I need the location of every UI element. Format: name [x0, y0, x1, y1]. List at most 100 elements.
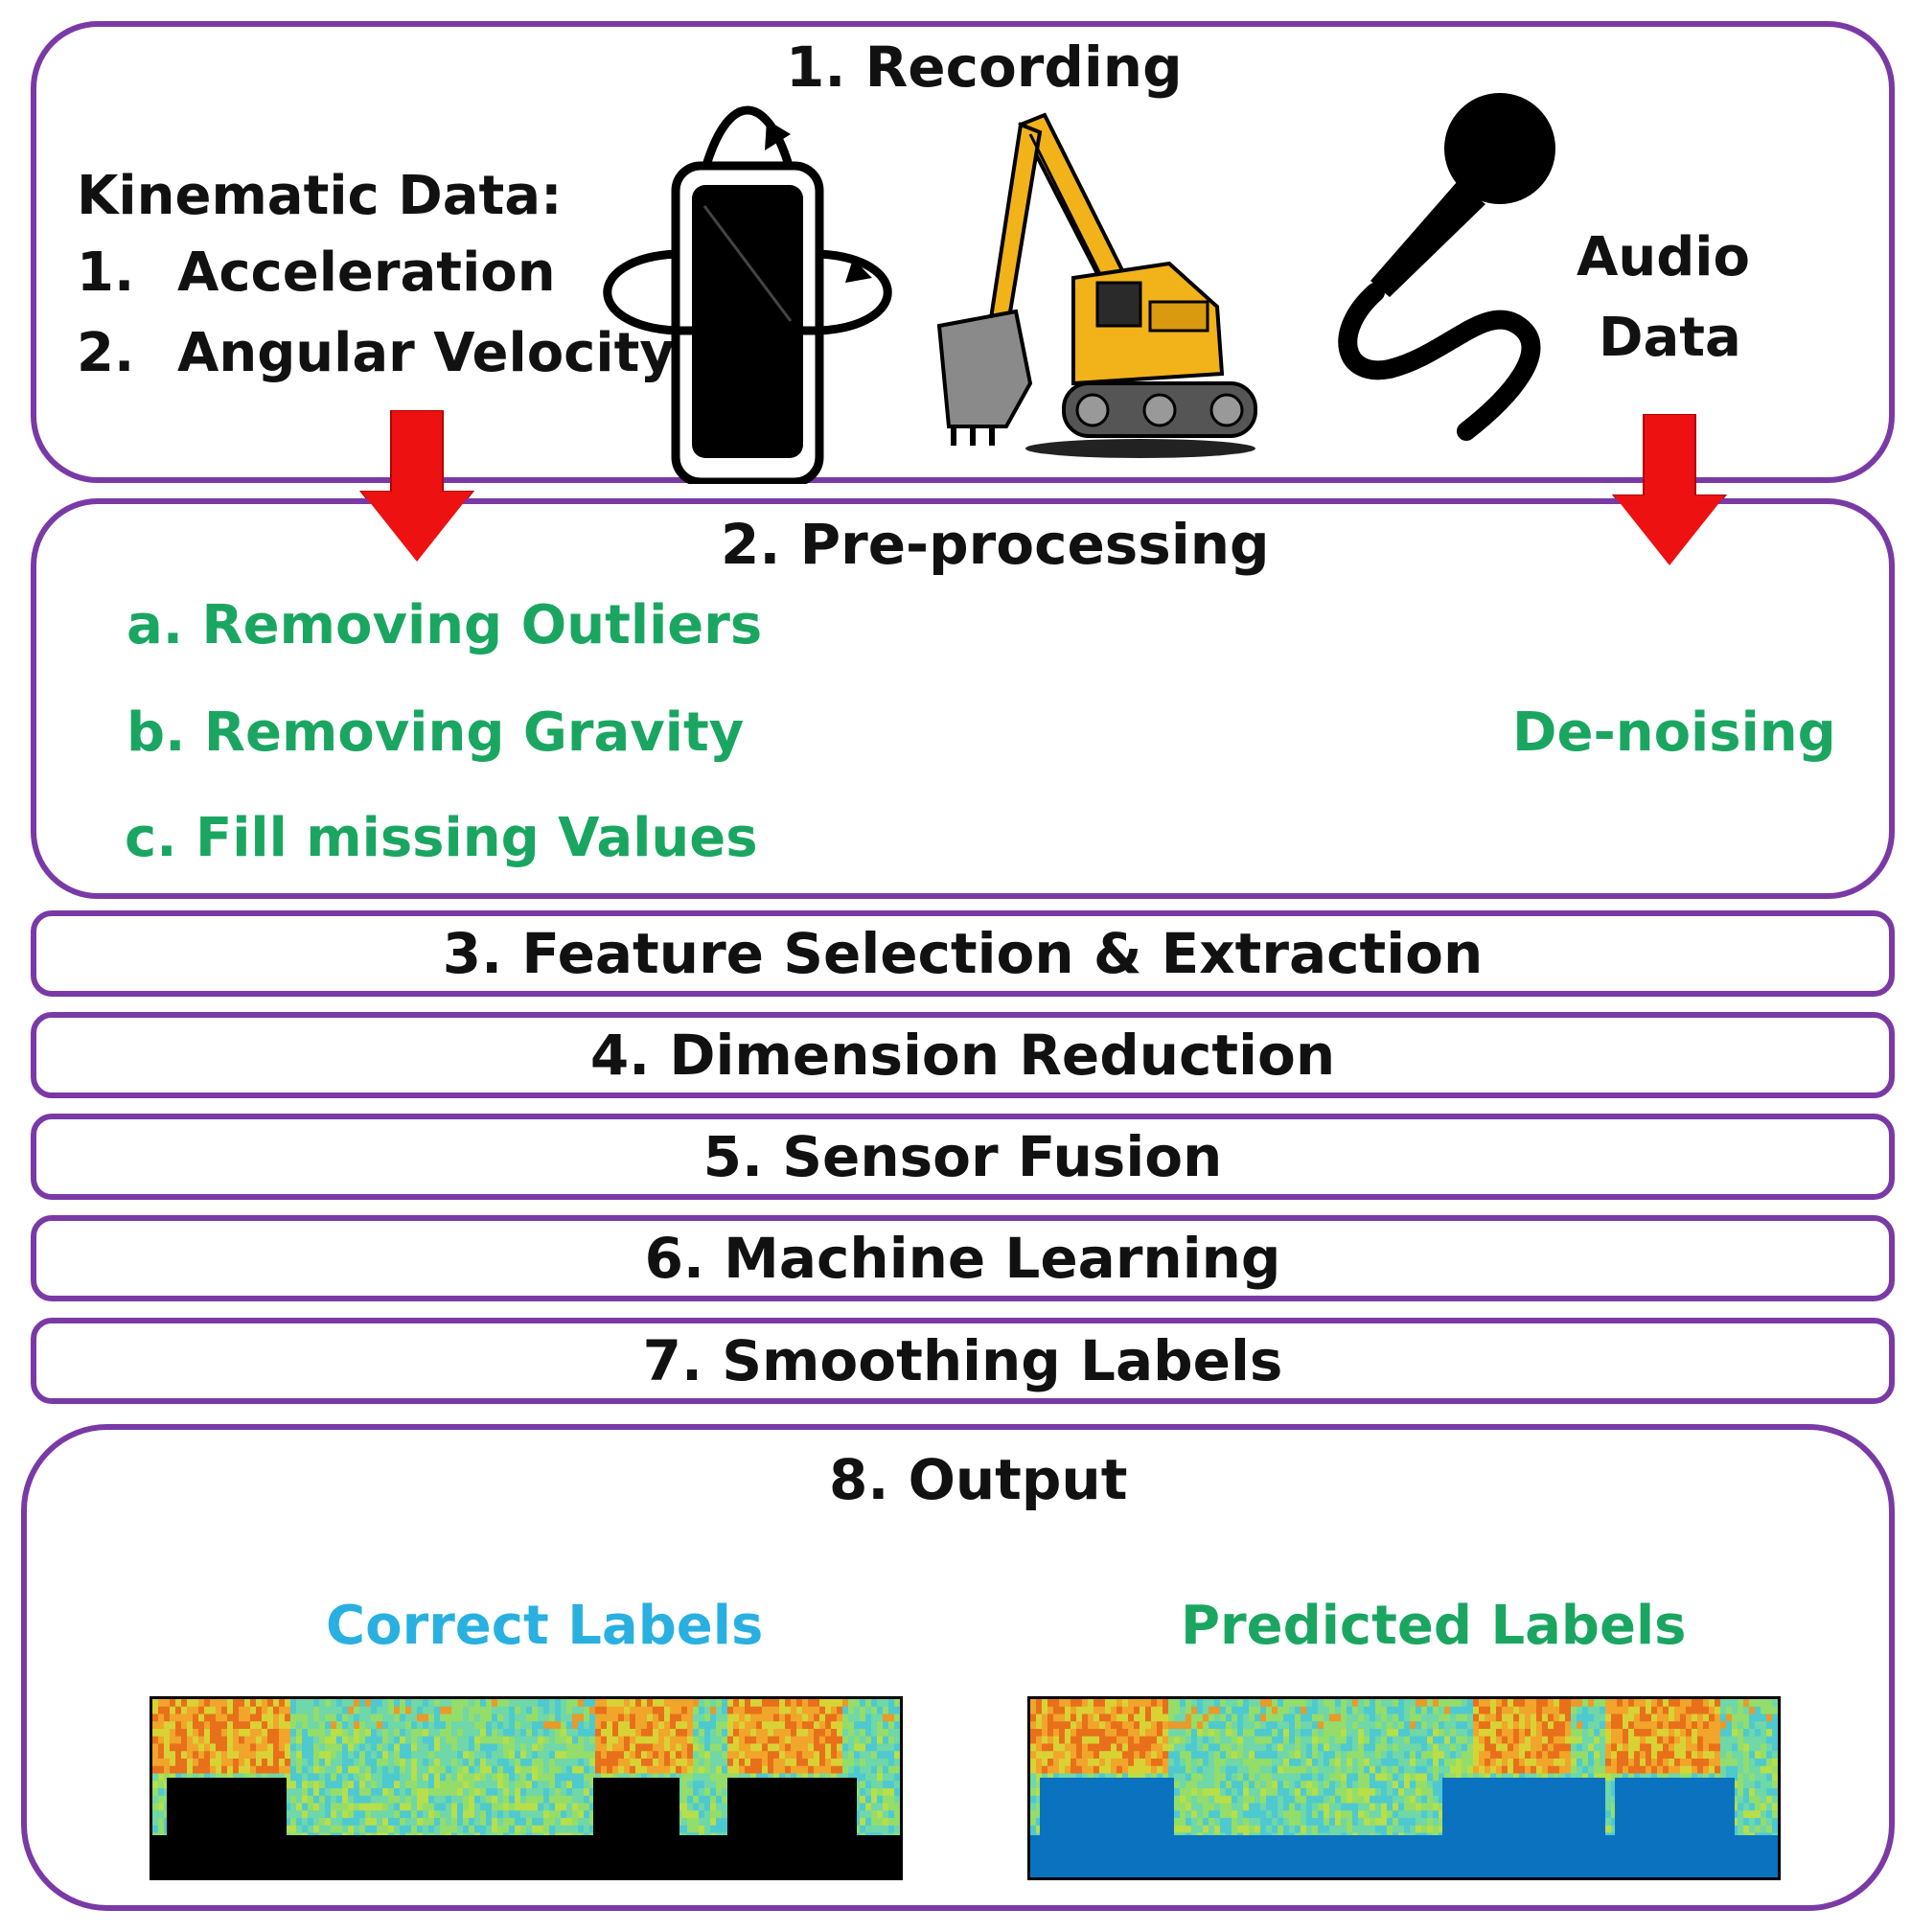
- spectrogram-cell: [1393, 1736, 1399, 1745]
- spectrogram-cell: [1456, 1736, 1462, 1745]
- spectrogram-cell: [888, 1773, 895, 1782]
- spectrogram-cell: [1197, 1765, 1204, 1775]
- spectrogram-cell: [290, 1706, 297, 1715]
- spectrogram-cell: [871, 1714, 878, 1722]
- spectrogram-cell: [388, 1706, 395, 1715]
- spectrogram-cell: [1140, 1721, 1146, 1730]
- spectrogram-cell: [382, 1773, 389, 1782]
- spectrogram-cell: [739, 1714, 746, 1722]
- spectrogram-cell: [348, 1743, 355, 1752]
- spectrogram-cell: [1364, 1751, 1370, 1760]
- spectrogram-cell: [779, 1699, 786, 1708]
- spectrogram-cell: [216, 1714, 222, 1722]
- spectrogram-cell: [1352, 1818, 1359, 1827]
- spectrogram-cell: [1370, 1699, 1376, 1708]
- spectrogram-cell: [1220, 1803, 1227, 1811]
- spectrogram-cell: [549, 1788, 556, 1797]
- spectrogram-cell: [428, 1699, 435, 1708]
- spectrogram-cell: [624, 1759, 631, 1767]
- spectrogram-cell: [664, 1721, 671, 1730]
- spectrogram-cell: [394, 1699, 401, 1708]
- spectrogram-cell: [181, 1729, 188, 1737]
- spectrogram-cell: [716, 1751, 723, 1760]
- spectrogram-cell: [1393, 1788, 1399, 1797]
- spectrogram-cell: [883, 1721, 889, 1730]
- spectrogram-cell: [457, 1736, 464, 1745]
- spectrogram-cell: [572, 1803, 579, 1811]
- spectrogram-cell: [618, 1706, 625, 1715]
- spectrogram-cell: [250, 1721, 257, 1730]
- spectrogram-cell: [244, 1765, 251, 1775]
- spectrogram-cell: [745, 1721, 751, 1730]
- spectrogram-cell: [503, 1706, 510, 1715]
- spectrogram-cell: [1278, 1788, 1284, 1797]
- spectrogram-cell: [1094, 1699, 1100, 1708]
- spectrogram-cell: [1358, 1699, 1365, 1708]
- spectrogram-cell: [595, 1751, 602, 1760]
- spectrogram-cell: [1404, 1781, 1411, 1789]
- spectrogram-cell: [279, 1765, 286, 1775]
- spectrogram-cell: [405, 1721, 412, 1730]
- spectrogram-cell: [1416, 1765, 1422, 1775]
- stage-smoothing-labels: 7. Smoothing Labels: [31, 1318, 1895, 1404]
- spectrogram-cell: [670, 1729, 677, 1737]
- spectrogram-cell: [1099, 1759, 1106, 1767]
- spectrogram-cell: [308, 1729, 314, 1737]
- spectrogram-cell: [848, 1765, 855, 1775]
- spectrogram-cell: [865, 1751, 872, 1760]
- spectrogram-cell: [1180, 1743, 1186, 1752]
- spectrogram-cell: [1421, 1721, 1428, 1730]
- spectrogram-cell: [1387, 1736, 1393, 1745]
- spectrogram-cell: [1364, 1699, 1370, 1708]
- spectrogram-cell: [1048, 1743, 1054, 1752]
- spectrogram-cell: [279, 1706, 286, 1715]
- spectrogram-cell: [319, 1803, 326, 1811]
- spectrogram-cell: [509, 1773, 516, 1782]
- spectrogram-cell: [716, 1729, 723, 1737]
- spectrogram-cell: [768, 1699, 774, 1708]
- spectrogram-cell: [687, 1743, 694, 1752]
- spectrogram-cell: [894, 1714, 900, 1722]
- spectrogram-cell: [555, 1803, 562, 1811]
- spectrogram-cell: [894, 1706, 900, 1715]
- spectrogram-cell: [808, 1736, 815, 1745]
- spectrogram-cell: [647, 1714, 654, 1722]
- spectrogram-cell: [411, 1795, 418, 1805]
- spectrogram-cell: [440, 1706, 447, 1715]
- spectrogram-cell: [773, 1751, 780, 1760]
- spectrogram-cell: [1094, 1714, 1100, 1722]
- spectrogram-cell: [693, 1743, 700, 1752]
- spectrogram-cell: [1341, 1803, 1347, 1811]
- spectrogram-cell: [1467, 1743, 1474, 1752]
- spectrogram-cell: [894, 1721, 900, 1730]
- spectrogram-cell: [463, 1699, 470, 1708]
- spectrogram-cell: [1318, 1773, 1324, 1782]
- spectrogram-cell: [1416, 1736, 1422, 1745]
- spectrogram-cell: [1398, 1751, 1405, 1760]
- spectrogram-cell: [1209, 1706, 1215, 1715]
- spectrogram-cell: [152, 1765, 159, 1775]
- spectrogram-cell: [520, 1759, 527, 1767]
- spectrogram-cell: [1071, 1773, 1077, 1782]
- spectrogram-cell: [762, 1721, 769, 1730]
- spectrogram-cell: [354, 1759, 360, 1767]
- spectrogram-cell: [704, 1825, 711, 1834]
- spectrogram-cell: [1111, 1721, 1117, 1730]
- spectrogram-cell: [1036, 1788, 1043, 1797]
- spectrogram-cell: [509, 1788, 516, 1797]
- spectrogram-cell: [1301, 1803, 1307, 1811]
- spectrogram-cell: [745, 1706, 751, 1715]
- spectrogram-cell: [681, 1765, 688, 1775]
- spectrogram-cell: [1358, 1795, 1365, 1805]
- spectrogram-cell: [411, 1765, 418, 1775]
- spectrogram-cell: [1318, 1781, 1324, 1789]
- spectrogram-cell: [1393, 1699, 1399, 1708]
- spectrogram-cell: [745, 1743, 751, 1752]
- spectrogram-cell: [1467, 1759, 1474, 1767]
- spectrogram-cell: [262, 1773, 268, 1782]
- spectrogram-cell: [1180, 1825, 1186, 1834]
- spectrogram-cell: [1335, 1751, 1342, 1760]
- spectrogram-cell: [1140, 1729, 1146, 1737]
- spectrogram-cell: [423, 1736, 429, 1745]
- spectrogram-cell: [1433, 1699, 1439, 1708]
